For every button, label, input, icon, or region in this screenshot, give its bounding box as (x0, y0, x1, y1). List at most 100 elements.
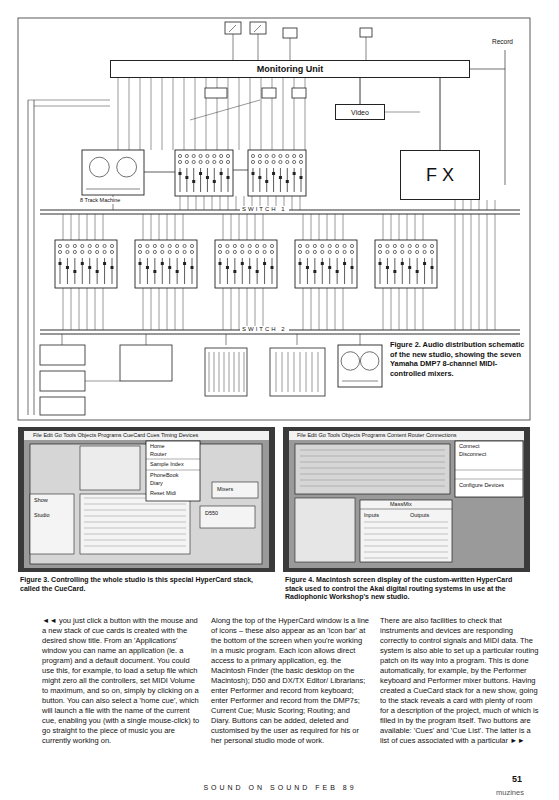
wire (383, 214, 384, 240)
wire (173, 78, 174, 150)
mixer-fader (272, 258, 273, 284)
key-line (224, 352, 225, 392)
mixer-fader (162, 258, 163, 284)
mixer-window (360, 500, 452, 562)
mixer-knob (265, 154, 268, 157)
fader-cap (192, 180, 195, 183)
mixer-knob (350, 250, 353, 253)
mixer-knob (192, 154, 195, 157)
fader-cap (139, 262, 142, 265)
device-box (40, 345, 85, 365)
mixer-fader (184, 258, 185, 284)
wire (71, 214, 72, 240)
mixer-knob (185, 154, 188, 157)
wire (85, 381, 120, 382)
mixer-knob (423, 244, 426, 247)
mixer-symbol (295, 240, 357, 288)
mixer-fader (352, 258, 353, 284)
wire (255, 288, 256, 330)
menu-item: Router (150, 451, 167, 458)
wire (505, 50, 506, 185)
list-row (84, 540, 186, 541)
mixer-symbol (248, 150, 306, 196)
mixer-knob (183, 250, 186, 253)
fader-cap (199, 172, 202, 175)
device-box (40, 371, 85, 391)
mixer-knob (73, 250, 76, 253)
mixer-knob (258, 154, 261, 157)
key-line (229, 352, 230, 392)
mixer-knob (251, 154, 254, 157)
fader-cap (379, 262, 382, 265)
fader-cap (103, 262, 106, 265)
wire (423, 214, 424, 240)
mixer-fader (200, 168, 201, 192)
mixer-knob (88, 250, 91, 253)
window-title: Studio (34, 512, 50, 519)
wire (487, 214, 488, 330)
level-meter (225, 22, 241, 34)
fader-cap (263, 262, 266, 265)
mixer-symbol (55, 240, 117, 288)
list-row (84, 504, 186, 505)
wire (231, 288, 232, 330)
menu-bar-text: File Edit Go Tools Objects Programs Cont… (297, 432, 456, 439)
fader-cap (66, 266, 69, 269)
wire (183, 214, 184, 240)
wire (247, 214, 248, 240)
mixer-fader (337, 258, 338, 284)
tape-machine-symbol (338, 345, 382, 387)
mixer-fader (169, 258, 170, 284)
list-row (84, 534, 186, 535)
wire (190, 100, 260, 120)
fader-cap (386, 266, 389, 269)
wire (231, 214, 232, 240)
mixer-knob (430, 250, 433, 253)
menu-item: Configure Devices (459, 482, 504, 489)
mixer-knob (386, 244, 389, 247)
list-row (300, 474, 445, 475)
fader-cap (220, 172, 223, 175)
list-row (300, 468, 445, 469)
wire (263, 288, 264, 330)
wire (383, 288, 384, 330)
mixer-knob (386, 250, 389, 253)
mixer-knob (168, 244, 171, 247)
mixer-knob (161, 244, 164, 247)
mixer-knob (213, 154, 216, 157)
fader-cap (328, 266, 331, 269)
mixer-fader (249, 258, 250, 284)
wire (87, 288, 88, 330)
fader-cap (279, 176, 282, 179)
mixer-knob (73, 244, 76, 247)
mixer-fader (322, 258, 323, 284)
list-row (364, 528, 448, 529)
mixer-fader (273, 168, 274, 192)
wire (188, 196, 189, 210)
device-box (270, 348, 325, 396)
mixer-knob (256, 244, 259, 247)
wire (180, 196, 181, 210)
mixer-knob (178, 160, 181, 163)
list-row (84, 522, 186, 523)
menu-divider (146, 470, 200, 471)
list-row (300, 486, 445, 487)
wire (129, 78, 130, 150)
wire (463, 200, 464, 210)
fader-cap (81, 262, 84, 265)
fader-cap (161, 262, 164, 265)
wire (28, 100, 29, 415)
list-row (84, 516, 186, 517)
mixer-knob (88, 244, 91, 247)
fader-cap (272, 172, 275, 175)
mixer-knob (81, 250, 84, 253)
wire (28, 100, 110, 101)
fader-line (306, 352, 307, 392)
wire (239, 78, 240, 150)
menu-bar (24, 431, 269, 440)
mixer-knob (241, 250, 244, 253)
mixer-knob (96, 250, 99, 253)
mixer-knob (336, 244, 339, 247)
wire (311, 214, 312, 240)
mixer-fader (112, 258, 113, 284)
